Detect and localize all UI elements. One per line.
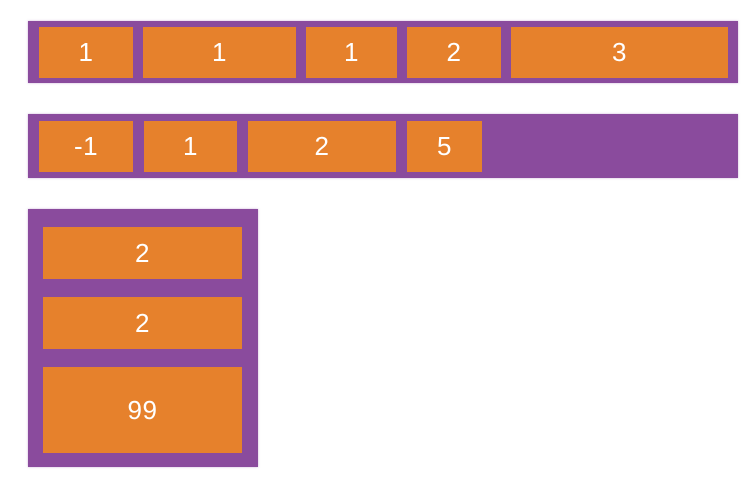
- flex-item: 2: [43, 297, 242, 349]
- flex-item: 2: [43, 227, 242, 279]
- flex-item: 3: [511, 26, 728, 78]
- flex-item: 1: [144, 120, 237, 172]
- flex-item: 5: [407, 120, 482, 172]
- flex-item: -1: [39, 120, 133, 172]
- flex-container-row-1: 1 1 1 2 3: [28, 21, 738, 83]
- flex-item: 1: [143, 26, 296, 78]
- flex-container-column: 2 2 99: [28, 209, 258, 467]
- flex-item: 1: [39, 26, 133, 78]
- flex-item: 1: [306, 26, 397, 78]
- flex-item: 2: [407, 26, 501, 78]
- flex-container-row-2: -1 1 2 5: [28, 114, 738, 178]
- flex-item: 99: [43, 367, 242, 453]
- flex-item: 2: [248, 120, 396, 172]
